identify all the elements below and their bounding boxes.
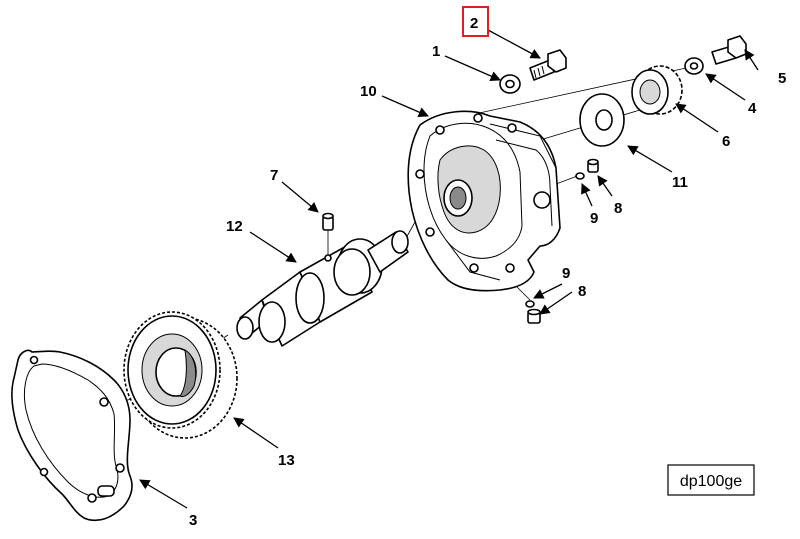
plug-part-8-lower[interactable] xyxy=(527,308,541,324)
callout-labels: 1 2 3 4 5 6 7 8 8 9 9 10 11 12 13 xyxy=(189,6,786,529)
callout-label-9a: 9 xyxy=(590,210,598,227)
callout-label-2: 2 xyxy=(470,15,478,32)
gasket-part-3[interactable] xyxy=(11,349,133,522)
callout-leaders xyxy=(139,29,759,509)
washer-part-1[interactable] xyxy=(499,74,521,94)
washer-part-11[interactable] xyxy=(579,93,625,147)
callout-label-3: 3 xyxy=(189,512,197,529)
bolt-part-2[interactable] xyxy=(529,49,567,81)
housing-part-10[interactable] xyxy=(407,110,561,292)
reference-code-label: dp100ge xyxy=(680,473,742,490)
callout-label-12: 12 xyxy=(226,218,243,235)
callout-label-4: 4 xyxy=(748,100,757,117)
oring-part-9-lower[interactable] xyxy=(525,300,535,308)
callout-label-8b: 8 xyxy=(578,283,586,300)
shaft-part-12[interactable] xyxy=(236,230,409,347)
callout-label-1: 1 xyxy=(432,43,440,60)
callout-label-7: 7 xyxy=(270,167,278,184)
gear-part-13[interactable] xyxy=(123,311,238,439)
washer-part-4[interactable] xyxy=(684,57,704,75)
callout-2-highlight-box xyxy=(462,6,489,37)
callout-label-10: 10 xyxy=(360,83,377,100)
callout-label-5: 5 xyxy=(778,70,786,87)
callout-label-6: 6 xyxy=(722,133,730,150)
callout-label-11: 11 xyxy=(672,174,688,191)
callout-label-9b: 9 xyxy=(562,265,570,282)
plug-part-8-upper[interactable] xyxy=(587,158,599,173)
pin-part-7[interactable] xyxy=(322,212,334,231)
oring-part-9-upper[interactable] xyxy=(575,172,585,180)
callout-label-13: 13 xyxy=(278,452,295,469)
callout-label-8a: 8 xyxy=(614,200,622,217)
gear-part-6[interactable] xyxy=(631,65,683,115)
bolt-part-5[interactable] xyxy=(711,35,747,65)
reference-code-box: dp100ge xyxy=(667,464,755,496)
